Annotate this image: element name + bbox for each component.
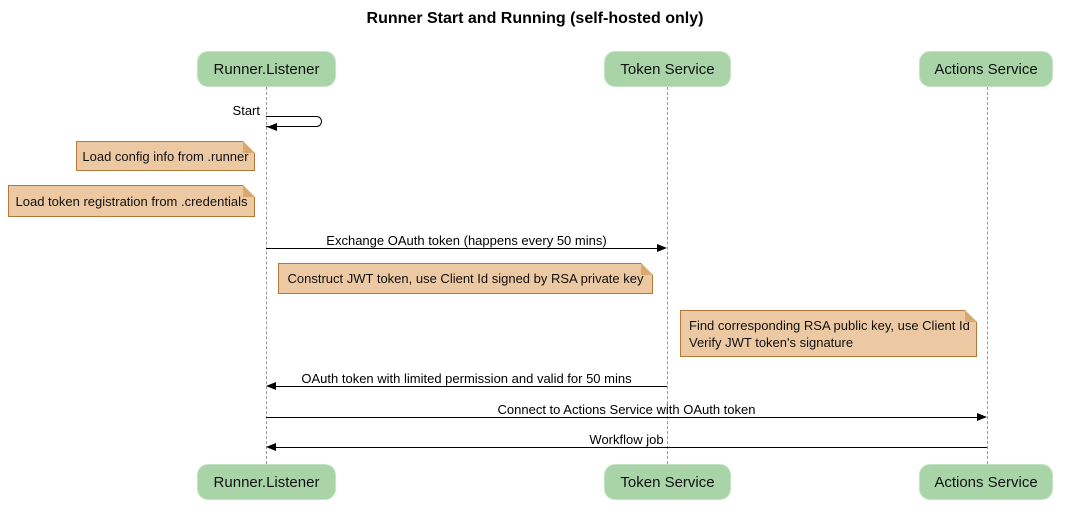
participant-label: Runner.Listener (213, 473, 320, 491)
message-workflow-job-line (275, 447, 987, 448)
arrowhead-right-icon (657, 244, 667, 252)
message-oauth-token-label: OAuth token with limited permission and … (301, 371, 632, 386)
arrowhead-right-icon (977, 413, 987, 421)
note-load-config: Load config info from .runner (76, 141, 255, 171)
lifeline-runner-listener (266, 87, 267, 464)
participant-token-service-bottom: Token Service (604, 464, 731, 500)
arrowhead-left-icon (266, 443, 276, 451)
message-oauth-token-line (275, 386, 667, 387)
message-workflow-job-label: Workflow job (589, 432, 664, 447)
message-start-self-loop (266, 116, 322, 127)
participant-runner-listener-top: Runner.Listener (197, 51, 336, 87)
note-fold-icon (243, 141, 255, 153)
note-text: Load config info from .runner (82, 148, 249, 164)
note-text: Load token registration from .credential… (15, 193, 248, 209)
lifeline-token-service (667, 87, 668, 464)
note-construct-jwt: Construct JWT token, use Client Id signe… (278, 263, 653, 294)
message-start-label: Start (232, 103, 260, 118)
message-connect-actions-line (266, 417, 978, 418)
participant-label: Token Service (620, 473, 715, 491)
lifeline-actions-service (987, 87, 988, 464)
note-verify-jwt: Find corresponding RSA public key, use C… (680, 310, 977, 357)
note-fold-icon (243, 185, 255, 197)
message-exchange-oauth-line (266, 248, 658, 249)
participant-runner-listener-bottom: Runner.Listener (197, 464, 336, 500)
note-line-2: Verify JWT token's signature (689, 334, 854, 350)
note-text: Construct JWT token, use Client Id signe… (287, 271, 644, 286)
note-fold-icon (641, 263, 653, 275)
participant-label: Runner.Listener (213, 60, 320, 78)
note-text: Find corresponding RSA public key, use C… (689, 317, 970, 351)
message-exchange-oauth-label: Exchange OAuth token (happens every 50 m… (326, 233, 607, 248)
participant-label: Actions Service (934, 473, 1038, 491)
diagram-title: Runner Start and Running (self-hosted on… (366, 10, 704, 27)
note-line-1: Find corresponding RSA public key, use C… (689, 317, 970, 333)
arrowhead-left-icon (267, 123, 277, 131)
arrowhead-left-icon (266, 382, 276, 390)
participant-label: Token Service (620, 60, 715, 78)
note-fold-icon (965, 310, 977, 322)
participant-token-service-top: Token Service (604, 51, 731, 87)
participant-actions-service-bottom: Actions Service (919, 464, 1053, 500)
participant-actions-service-top: Actions Service (919, 51, 1053, 87)
message-connect-actions-label: Connect to Actions Service with OAuth to… (497, 402, 756, 417)
note-load-token-registration: Load token registration from .credential… (8, 185, 255, 217)
participant-label: Actions Service (934, 60, 1038, 78)
